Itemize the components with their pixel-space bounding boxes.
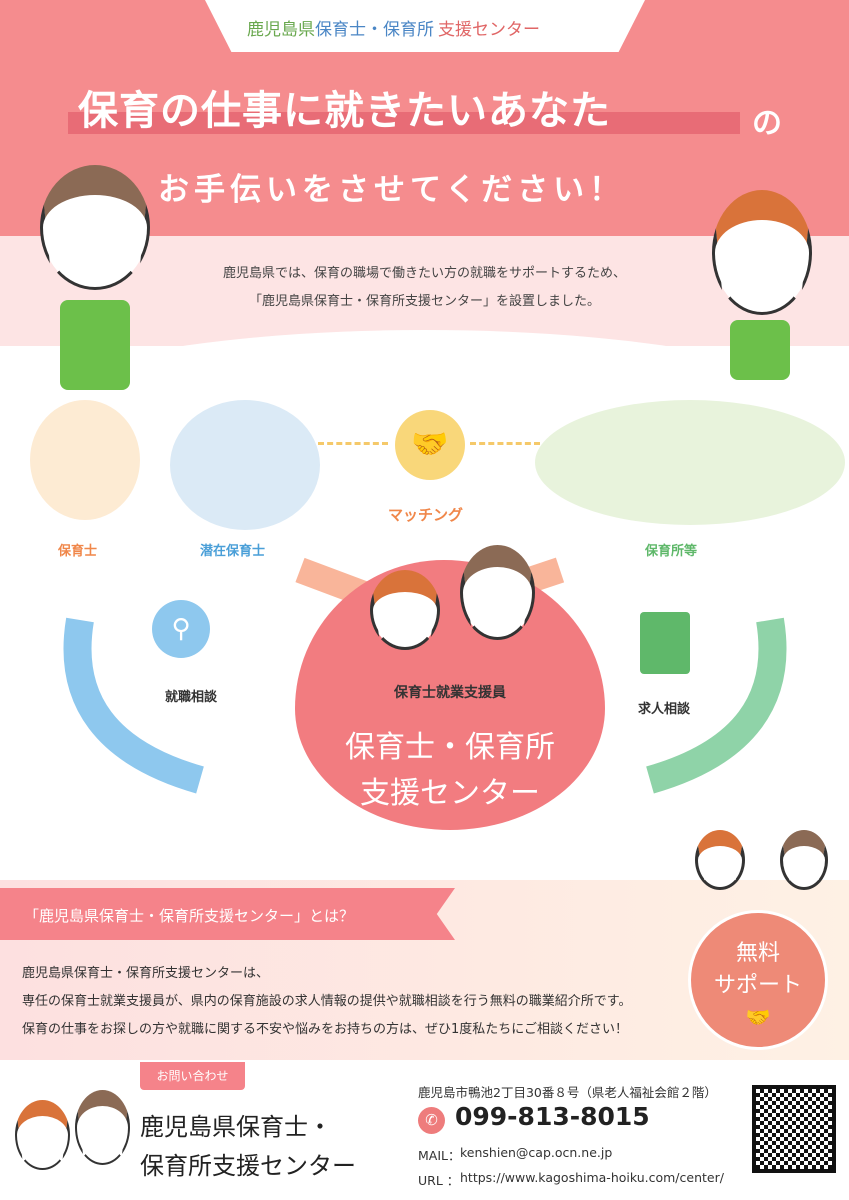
org-name-line2: 保育所支援センター	[140, 1152, 356, 1180]
hoikushi-illustration	[30, 400, 140, 520]
label-shushoku: 就職相談	[165, 690, 218, 705]
search-person-icon: ⚲	[152, 600, 210, 658]
nursery-illustration	[535, 400, 845, 525]
headline: 保育の仕事に就きたいあなた	[78, 88, 611, 134]
handshake-icon: 🤝	[745, 1005, 771, 1029]
org-name-tab: 鹿児島県 保育士・保育所 支援センター	[205, 0, 645, 52]
org-name-line1: 鹿児島県保育士・	[140, 1113, 332, 1141]
about-paragraph: 鹿児島県保育士・保育所支援センターは、	[22, 966, 270, 981]
staff-label: 保育士就業支援員	[394, 685, 506, 701]
label-hoikushi: 保育士	[58, 544, 98, 559]
male-staff-illustration	[780, 830, 828, 890]
mail-label: MAIL：	[418, 1148, 461, 1163]
tab-part: 鹿児島県	[247, 20, 315, 40]
label-senzai: 潜在保育士	[200, 544, 266, 559]
center-title-line2: 支援センター	[360, 776, 540, 811]
left-arrow	[63, 617, 204, 794]
url-link[interactable]: https://www.kagoshima-hoiku.com/center/	[460, 1170, 724, 1185]
female-staff-illustration	[695, 830, 745, 890]
about-title: 「鹿児島県保育士・保育所支援センター」とは？	[24, 907, 355, 925]
male-staff-illustration	[460, 545, 535, 640]
right-arrow	[646, 617, 787, 794]
center-blob	[295, 560, 605, 830]
phone-icon: ✆	[418, 1107, 445, 1134]
center-title-line1: 保育士・保育所	[345, 730, 555, 765]
matching-line	[470, 442, 540, 445]
about-paragraph: 保育の仕事をお探しの方や就職に関する不安や悩みをお持ちの方は、ぜひ1度私たちにご…	[22, 1022, 629, 1037]
contact-tag: お問い合わせ	[140, 1062, 245, 1090]
label-hoikusho: 保育所等	[645, 544, 698, 559]
label-matching: マッチング	[388, 506, 464, 524]
label-kyujin: 求人相談	[638, 702, 691, 717]
headline-highlight	[68, 112, 740, 134]
free-support-badge: 無料 サポート 🤝	[688, 910, 828, 1050]
intro-line: 鹿児島県では、保育の職場で働きたい方の就職をサポートするため、	[222, 266, 626, 281]
male-illustration	[75, 1090, 130, 1165]
mail-link[interactable]: kenshien@cap.ocn.ne.jp	[460, 1145, 613, 1160]
handshake-icon: 🤝	[395, 410, 465, 480]
subheadline: お手伝いをさせてください！	[158, 172, 626, 208]
senzai-hoikushi-illustration	[170, 400, 320, 530]
apron-illustration	[60, 300, 130, 390]
about-paragraph: 専任の保育士就業支援員が、県内の保育施設の求人情報の提供や就職相談を行う無料の職…	[22, 994, 632, 1009]
url-label: URL ：	[418, 1173, 460, 1188]
intro-line: 「鹿児島県保育士・保育所支援センター」を設置しました。	[248, 294, 600, 309]
matching-line	[318, 442, 388, 445]
document-person-icon	[640, 612, 690, 674]
male-staff-illustration	[40, 165, 150, 290]
qr-code[interactable]	[752, 1085, 836, 1173]
address: 鹿児島市鴨池2丁目30番８号（県老人福祉会館２階）	[418, 1085, 717, 1100]
female-illustration	[15, 1100, 70, 1170]
apron-illustration	[730, 320, 790, 380]
tab-part: 保育士・保育所	[315, 20, 434, 40]
headline-suffix: の	[752, 106, 782, 141]
badge-line1: 無料	[735, 941, 780, 966]
phone-number[interactable]: 099-813-8015	[455, 1102, 650, 1131]
about-ribbon: 「鹿児島県保育士・保育所支援センター」とは？	[0, 888, 455, 940]
female-staff-illustration	[712, 190, 812, 315]
badge-line2: サポート	[713, 973, 802, 998]
female-staff-illustration	[370, 570, 440, 650]
tab-part: 支援センター	[438, 20, 540, 40]
